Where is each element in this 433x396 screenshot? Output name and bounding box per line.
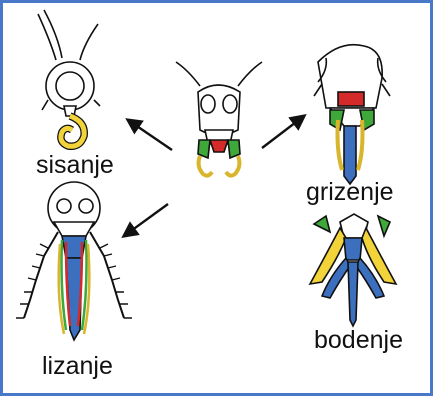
label-chewing: grizenje <box>306 180 394 205</box>
label-piercing: bodenje <box>314 328 403 353</box>
arrow-to-sucking <box>128 120 172 150</box>
mouthpart-chewing <box>314 45 390 184</box>
arrow-to-lapping <box>124 204 168 236</box>
arrow-to-chewing <box>262 116 304 148</box>
mouthpart-piercing <box>310 214 396 326</box>
mouthpart-lapping <box>16 182 132 340</box>
label-lapping: lizanje <box>42 354 113 379</box>
mouthpart-sucking <box>38 10 100 146</box>
insect-head-center <box>176 62 262 176</box>
label-sucking: sisanje <box>36 153 114 178</box>
